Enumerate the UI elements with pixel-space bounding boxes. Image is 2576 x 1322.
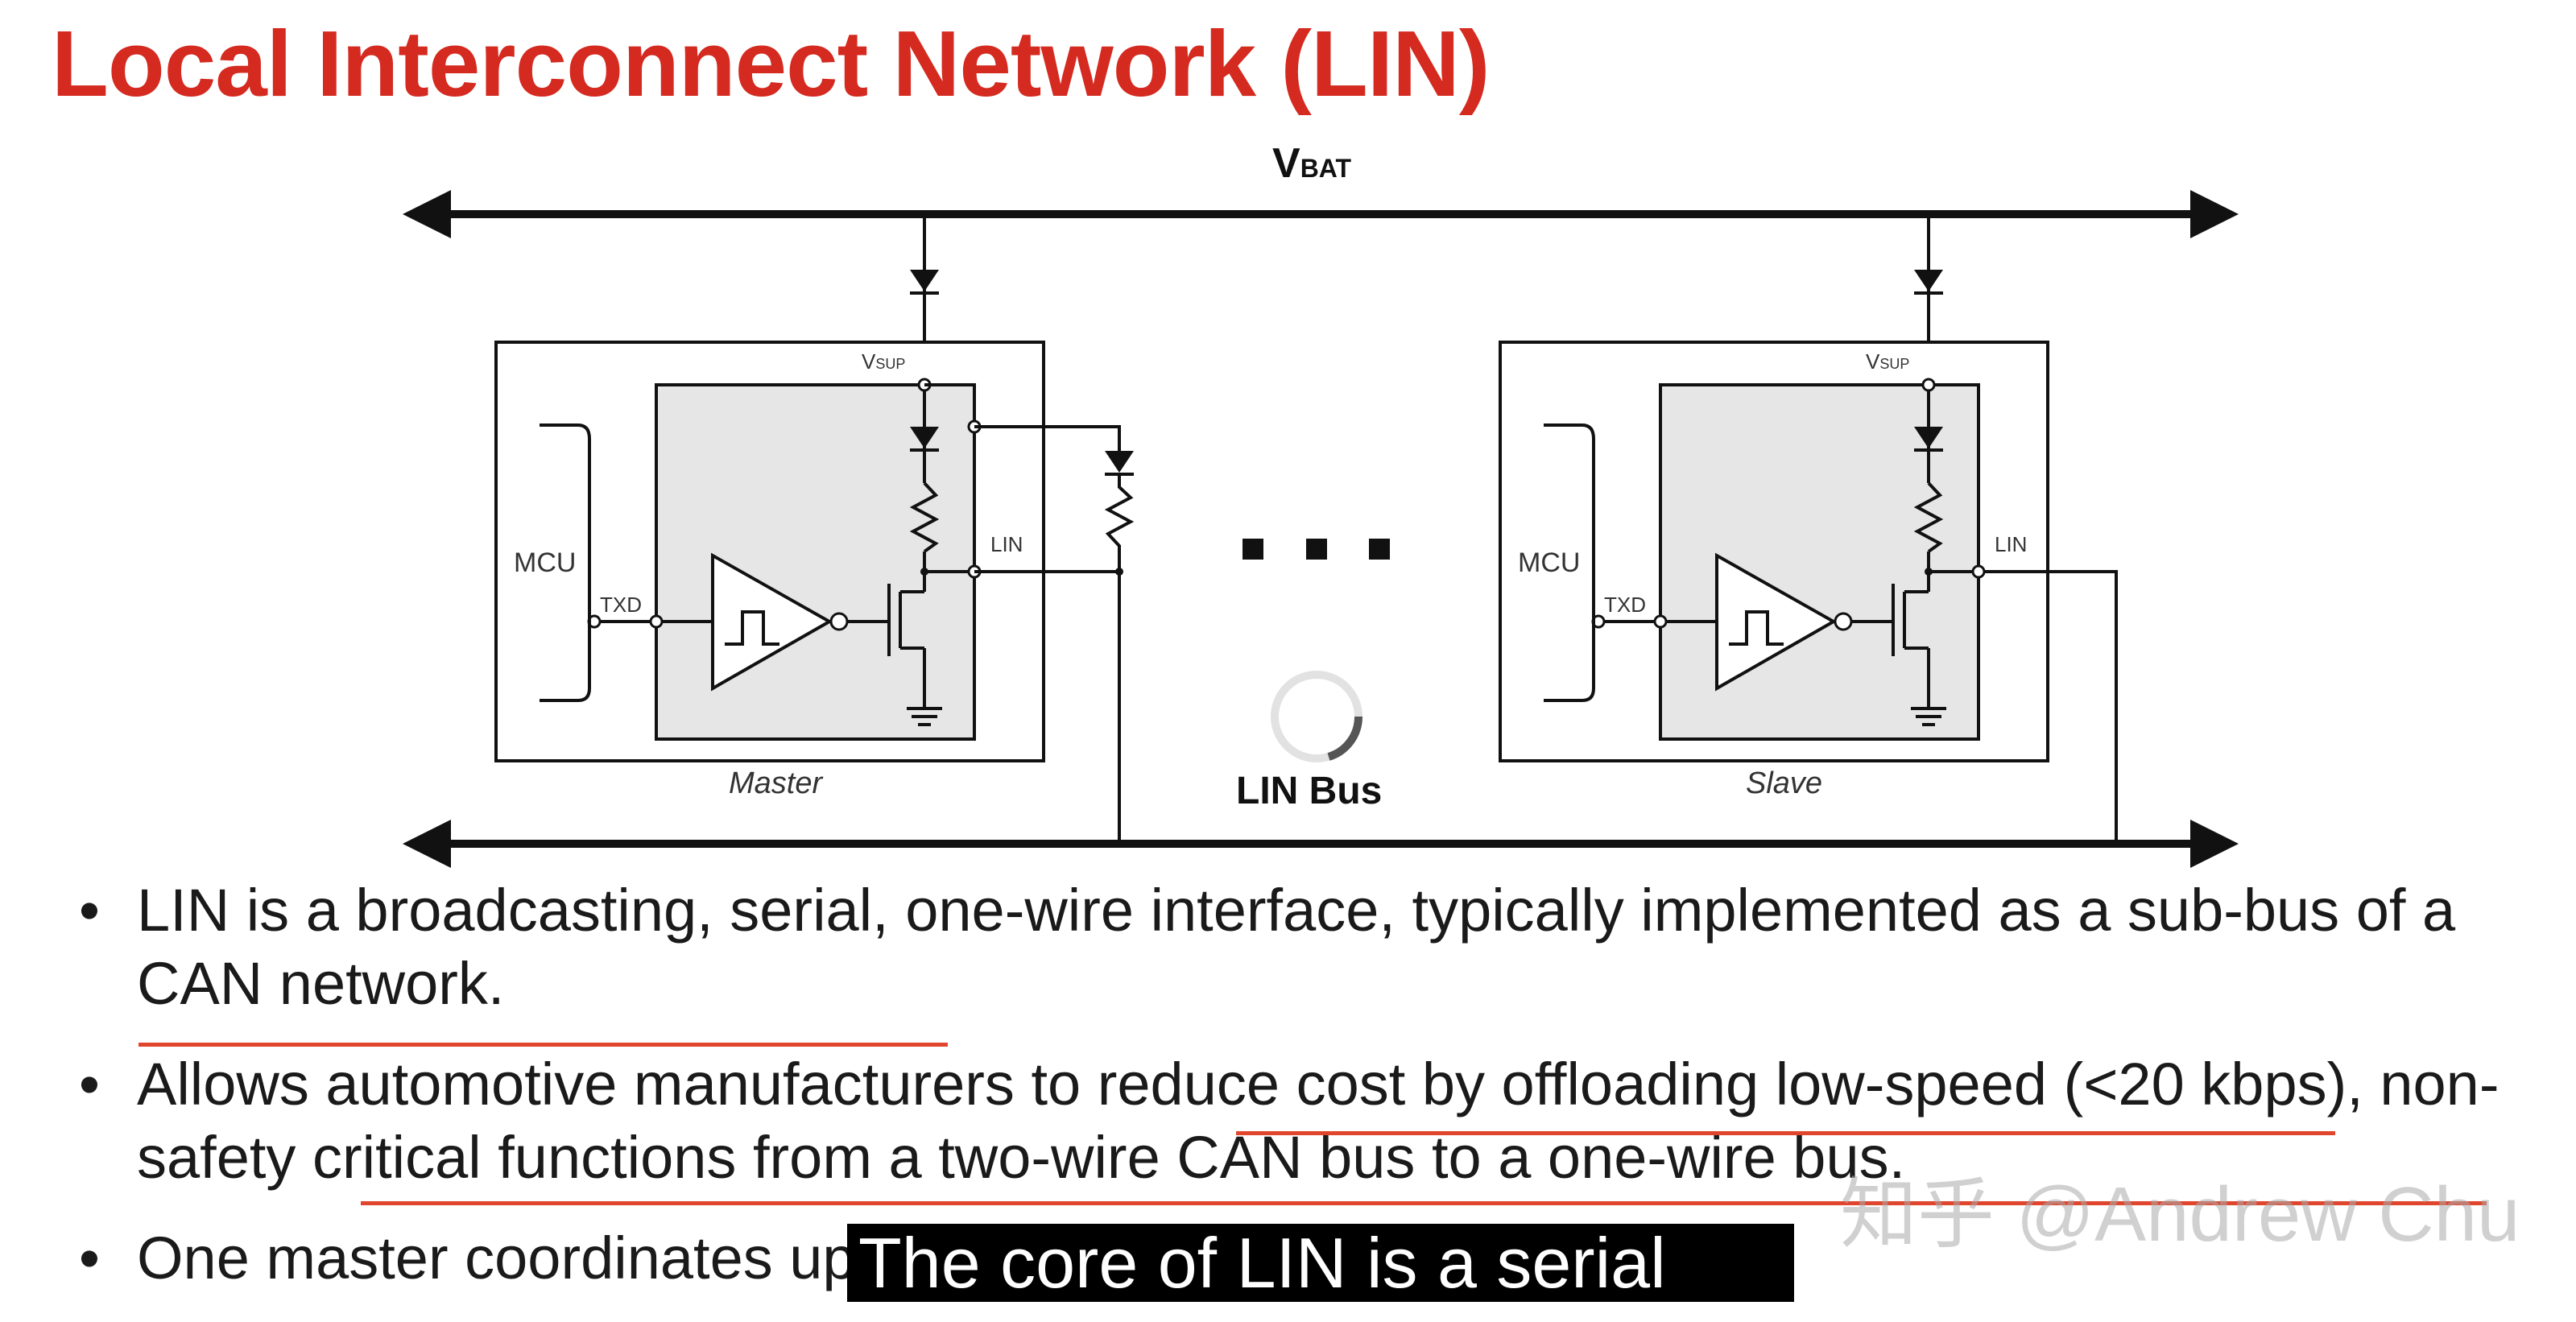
svg-text:TXD: TXD [1604,593,1646,617]
svg-text:Slave: Slave [1746,766,1822,800]
master-inner-box [655,383,976,741]
bullet-dot-icon: • [79,1051,100,1118]
lin-bus-label: LIN Bus [1236,770,1382,812]
svg-text:MCU: MCU [1518,547,1580,578]
svg-text:MCU: MCU [514,547,576,578]
svg-text:VSUP: VSUP [862,349,905,374]
svg-text:Master: Master [729,766,823,800]
annotation-underline [139,1043,948,1047]
watermark: 知乎 @Andrew Chu [1840,1171,2520,1258]
master-node: VSUP TXD MCU LIN [494,217,1135,844]
bullet-dot-icon: • [79,1225,100,1291]
ellipsis-icon [1243,539,1390,560]
svg-text:TXD: TXD [600,593,642,617]
vbat-label: VBAT [1272,140,1352,187]
svg-text:LIN: LIN [1995,532,2027,556]
annotation-underline [1236,1131,2335,1135]
annotation-underline [361,1201,2487,1205]
bullet-item: • LIN is a broadcasting, serial, one-wir… [72,874,2528,1020]
svg-text:VSUP: VSUP [1866,349,1909,374]
loading-spinner-icon [1271,671,1363,762]
slide-title: Local Interconnect Network (LIN) [52,11,1491,116]
video-caption: The core of LIN is a serial [847,1224,1794,1302]
svg-text:LIN: LIN [990,532,1023,556]
slave-node: VSUP TXD MCU LIN Slave [1499,217,2118,844]
slave-inner-box [1659,383,1980,741]
bullet-text: LIN is a broadcasting, serial, one-wire … [137,877,2456,1017]
bullet-dot-icon: • [79,877,100,944]
